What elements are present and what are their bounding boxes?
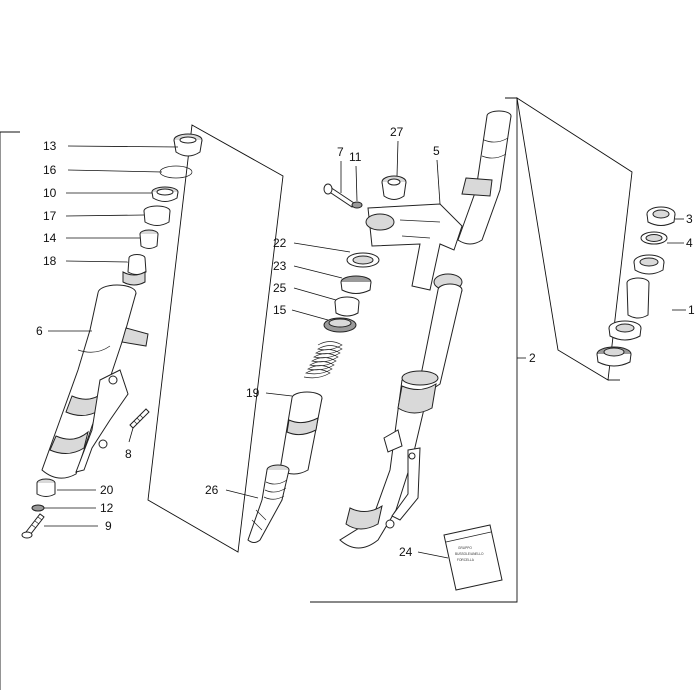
piston-part [122, 254, 147, 286]
bearing-ring-part [323, 317, 357, 333]
callout-20: 20 [100, 483, 114, 497]
kit-bag-part: GRUPPO BUSSOLE/ANELLO FORCELLA [443, 524, 503, 591]
leader-19 [265, 392, 293, 397]
slide-bush-part [334, 296, 360, 317]
upper-bearing-part [633, 254, 665, 275]
callout-13: 13 [43, 139, 57, 153]
leader-16 [67, 169, 163, 173]
callout-14: 14 [43, 231, 57, 245]
leader-22 [293, 242, 351, 253]
leader-18 [65, 260, 129, 263]
coil-spring-part [303, 341, 343, 379]
callout-6: 6 [36, 324, 43, 338]
callout-26: 26 [205, 483, 219, 497]
callout-19: 19 [246, 386, 260, 400]
callout-4: 4 [686, 236, 693, 250]
callout-12: 12 [100, 501, 114, 515]
dust-seal-part [340, 275, 372, 294]
callout-15: 15 [273, 303, 287, 317]
steering-cap-part [381, 175, 407, 200]
leader-25 [293, 287, 337, 301]
leader-23 [293, 265, 343, 279]
leader-5 [436, 159, 441, 205]
bottom-cap-part [36, 478, 56, 497]
leader-24 [417, 551, 449, 559]
fork-group-frame [310, 97, 518, 603]
leader-11 [355, 165, 358, 202]
ring-nut-part [646, 206, 676, 226]
damper-tube-part [279, 391, 323, 475]
fork-leg-left-part [41, 284, 149, 479]
bolt-top-part [323, 183, 363, 209]
callout-24: 24 [399, 545, 413, 559]
leader-17 [65, 214, 145, 217]
callout-2: 2 [529, 351, 536, 365]
lower-bearing-part [596, 346, 632, 367]
kit-bag-line-1: GRUPPO [458, 546, 472, 550]
bleed-screw-part [129, 408, 150, 429]
callout-18: 18 [43, 254, 57, 268]
spring-seat-part [346, 252, 380, 268]
callout-17: 17 [43, 209, 57, 223]
kit-bag-line-3: FORCELLA [457, 558, 475, 562]
oil-seal-part [151, 186, 179, 202]
steering-stem-part [457, 110, 512, 245]
callout-5: 5 [433, 144, 440, 158]
seal-washer-part [31, 504, 45, 512]
dust-cap-part [173, 133, 203, 157]
triple-clamp-part [365, 203, 463, 291]
leader-27 [396, 140, 399, 177]
callout-23: 23 [273, 259, 287, 273]
callout-9: 9 [105, 519, 112, 533]
damper-group-frame [147, 124, 284, 553]
leader-15 [291, 309, 329, 321]
callout-7: 7 [337, 145, 344, 159]
guide-bush-part [139, 229, 159, 249]
leader-8 [128, 427, 134, 443]
callout-22: 22 [273, 236, 287, 250]
bottom-bolt-part [21, 513, 45, 539]
leader-26 [225, 489, 259, 499]
callout-1: 1 [688, 303, 695, 317]
callout-25: 25 [273, 281, 287, 295]
callout-11: 11 [349, 150, 362, 164]
lock-washer-part [640, 231, 668, 245]
washer-bush-part [143, 205, 171, 226]
callout-8: 8 [125, 447, 132, 461]
bearing-spacer-part [626, 277, 650, 319]
lower-bearing-race-part [608, 320, 642, 341]
callout-27: 27 [390, 125, 404, 139]
fork-leg-right-part [339, 283, 463, 549]
damper-rod-part [247, 464, 290, 543]
kit-bag-line-2: BUSSOLE/ANELLO [455, 552, 484, 556]
callout-10: 10 [43, 186, 57, 200]
callout-3: 3 [686, 212, 693, 226]
leader-13 [67, 145, 179, 148]
callout-16: 16 [43, 163, 57, 177]
snap-ring-part [159, 165, 193, 179]
